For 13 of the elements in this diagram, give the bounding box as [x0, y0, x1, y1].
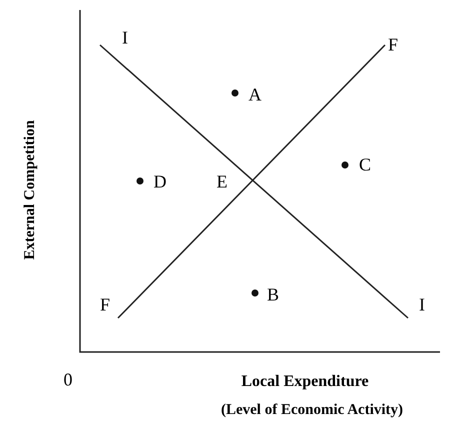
point-label: D [154, 170, 166, 194]
point-label: C [359, 154, 371, 176]
line-label: I [419, 294, 425, 316]
origin-label: 0 [64, 368, 72, 392]
line-label: F [388, 34, 398, 56]
axis-subtitle: (Level of Economic Activity) [220, 400, 404, 420]
line-label: I [122, 26, 128, 50]
point-label: A [248, 84, 262, 106]
point-label: E [216, 170, 228, 194]
axis-title: Local Expenditure [241, 372, 369, 392]
line-label: F [100, 294, 110, 316]
axis-title: External Competition [20, 120, 39, 260]
point-label: B [267, 284, 279, 306]
